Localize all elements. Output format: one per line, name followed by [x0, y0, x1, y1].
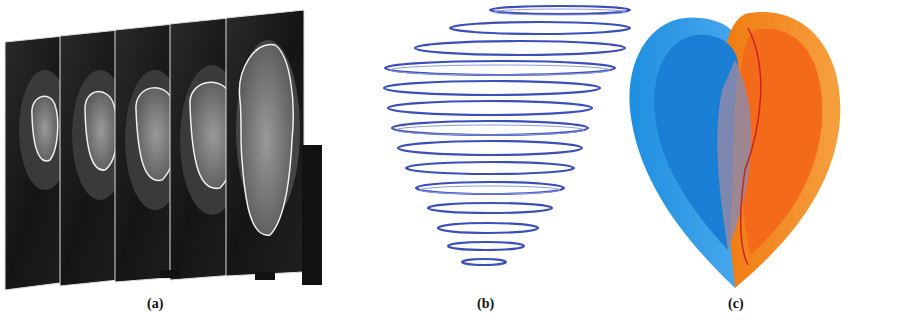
heart-model — [629, 12, 840, 288]
contour-stack — [384, 6, 630, 265]
panel-label: (a) — [147, 296, 163, 312]
mri-slices — [5, 10, 322, 290]
panel-label: (c) — [728, 296, 744, 312]
panel-label: (b) — [477, 296, 494, 312]
